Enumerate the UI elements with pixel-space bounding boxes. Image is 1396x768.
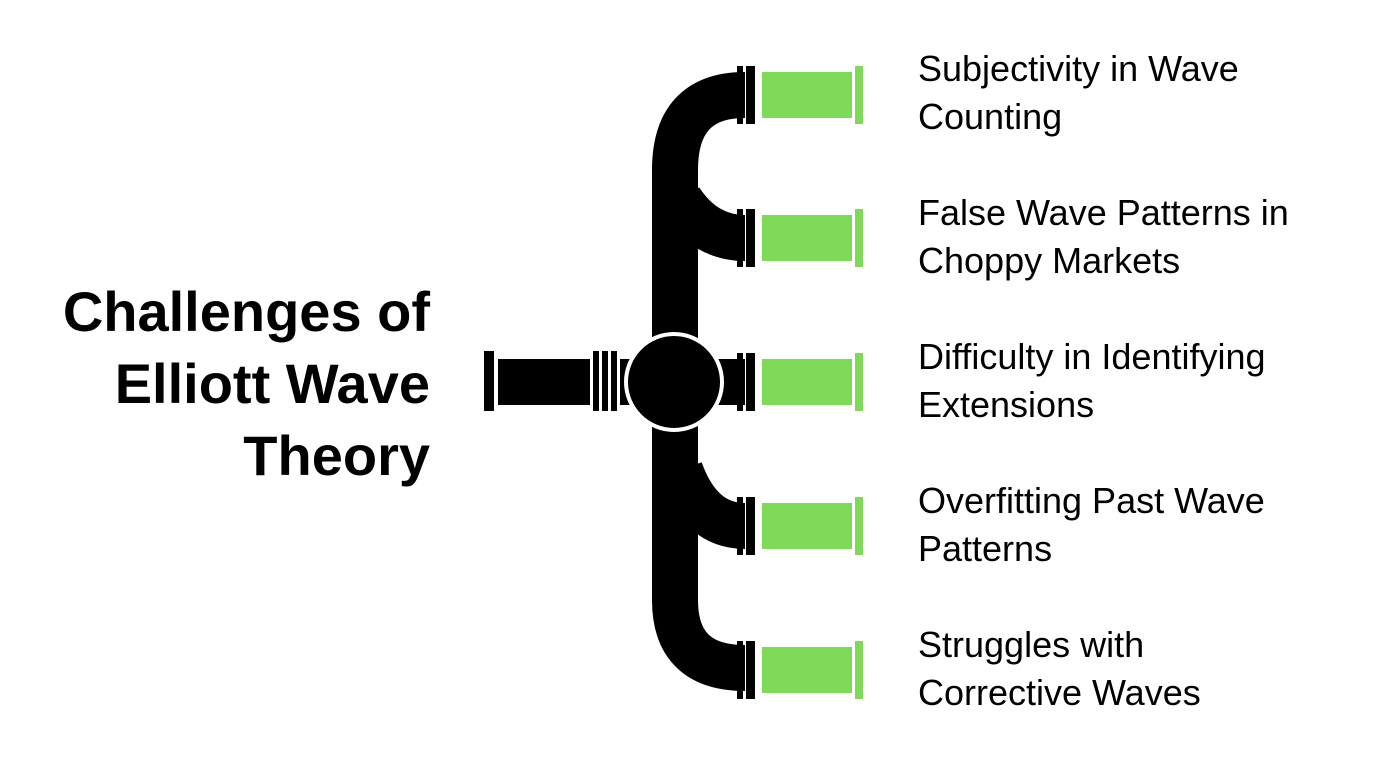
item-label-overfitting: Overfitting Past Wave Patterns — [918, 480, 1265, 569]
diagram-title: Challenges of Elliott Wave Theory — [62, 280, 430, 487]
item-label-false-patterns: False Wave Patterns in Choppy Markets — [918, 192, 1289, 281]
branch-pipe-4 — [658, 461, 747, 549]
outlet-5 — [737, 641, 863, 699]
item-label-corrective-waves: Struggles with Corrective Waves — [918, 624, 1201, 713]
outlet-2 — [737, 209, 863, 267]
outlet-4 — [737, 497, 863, 555]
item-label-extensions: Difficulty in Identifying Extensions — [918, 336, 1266, 425]
item-label-subjectivity: Subjectivity in Wave Counting — [918, 48, 1239, 137]
outlet-3 — [737, 353, 863, 411]
input-pipe — [484, 351, 630, 411]
junction-hub — [624, 332, 724, 432]
outlet-1 — [737, 66, 863, 124]
branch-pipe-2 — [660, 186, 747, 261]
